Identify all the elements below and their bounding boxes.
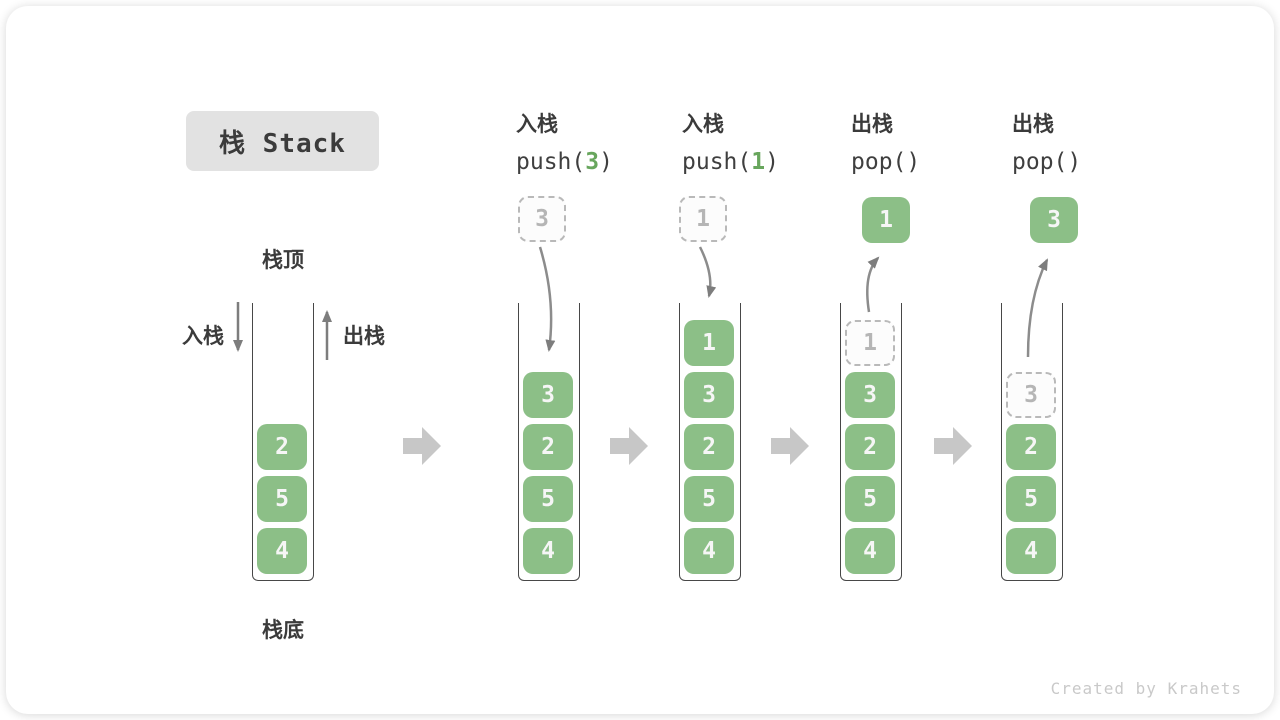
stack-item: 3 (523, 372, 573, 418)
code-close: ) (1067, 149, 1082, 175)
stack-bottom-label: 栈底 (262, 618, 304, 642)
operation-name: 出栈 (1012, 112, 1054, 136)
stack-item: 5 (845, 476, 895, 522)
stack-item: 3 (684, 372, 734, 418)
stack-item: 2 (684, 424, 734, 470)
stack-item: 5 (684, 476, 734, 522)
credit-text: Created by Krahets (1050, 679, 1242, 698)
stack-container-3: 1 3 2 5 4 (679, 303, 741, 581)
stack-item: 4 (1006, 528, 1056, 574)
stack-item-removed: 3 (1006, 372, 1056, 418)
operation-push1: 入栈 push(1) (682, 108, 779, 175)
page-title: 栈 Stack (219, 128, 346, 159)
stack-item: 3 (845, 372, 895, 418)
flow-arrow-icon (934, 427, 972, 465)
code-arg: 1 (751, 149, 766, 175)
stack-container-1: 2 5 4 (252, 303, 314, 581)
operation-pop-2: 出栈 pop() (1012, 108, 1081, 175)
operation-name: 入栈 (516, 112, 558, 136)
code-close: ) (599, 149, 613, 175)
stack-item: 4 (684, 528, 734, 574)
code-open: pop( (1012, 149, 1068, 175)
flow-arrow-icon (610, 427, 648, 465)
incoming-element: 3 (518, 196, 566, 242)
operation-code: push(3) (516, 149, 613, 175)
operation-pop-1: 出栈 pop() (851, 108, 920, 175)
stack-item: 2 (523, 424, 573, 470)
stack-container-2: 3 2 5 4 (518, 303, 580, 581)
stack-item: 4 (845, 528, 895, 574)
popped-element: 1 (862, 197, 910, 243)
stack-item: 5 (523, 476, 573, 522)
stack-item: 4 (257, 528, 307, 574)
stack-item: 5 (1006, 476, 1056, 522)
diagram-card: 栈 Stack 栈顶 栈底 入栈 出栈 入栈 push(3) 入栈 push(1… (6, 6, 1274, 714)
flow-arrow-icon (403, 427, 441, 465)
code-open: pop( (851, 149, 907, 175)
stack-item: 4 (523, 528, 573, 574)
title-box: 栈 Stack (186, 111, 379, 171)
pop-side-label: 出栈 (343, 324, 385, 348)
push-side-label: 入栈 (182, 324, 224, 348)
stack-item: 2 (845, 424, 895, 470)
stack-container-4: 1 3 2 5 4 (840, 303, 902, 581)
code-arg: 3 (585, 149, 600, 175)
stack-container-5: 3 2 5 4 (1001, 303, 1063, 581)
incoming-element: 1 (679, 196, 727, 242)
operation-name: 入栈 (682, 112, 724, 136)
code-close: ) (906, 149, 921, 175)
operation-code: pop() (1012, 149, 1081, 175)
operation-name: 出栈 (851, 112, 893, 136)
operation-code: push(1) (682, 149, 779, 175)
stack-item: 5 (257, 476, 307, 522)
stack-item: 2 (1006, 424, 1056, 470)
stack-top-label: 栈顶 (262, 248, 304, 272)
operation-push3: 入栈 push(3) (516, 108, 613, 175)
push1-arrow-icon (698, 246, 717, 298)
stack-item-removed: 1 (845, 320, 895, 366)
code-open: push( (516, 149, 586, 175)
code-close: ) (765, 149, 779, 175)
popped-element: 3 (1030, 197, 1078, 243)
code-open: push( (682, 149, 752, 175)
stack-item: 2 (257, 424, 307, 470)
operation-code: pop() (851, 149, 920, 175)
flow-arrow-icon (771, 427, 809, 465)
stack-item: 1 (684, 320, 734, 366)
